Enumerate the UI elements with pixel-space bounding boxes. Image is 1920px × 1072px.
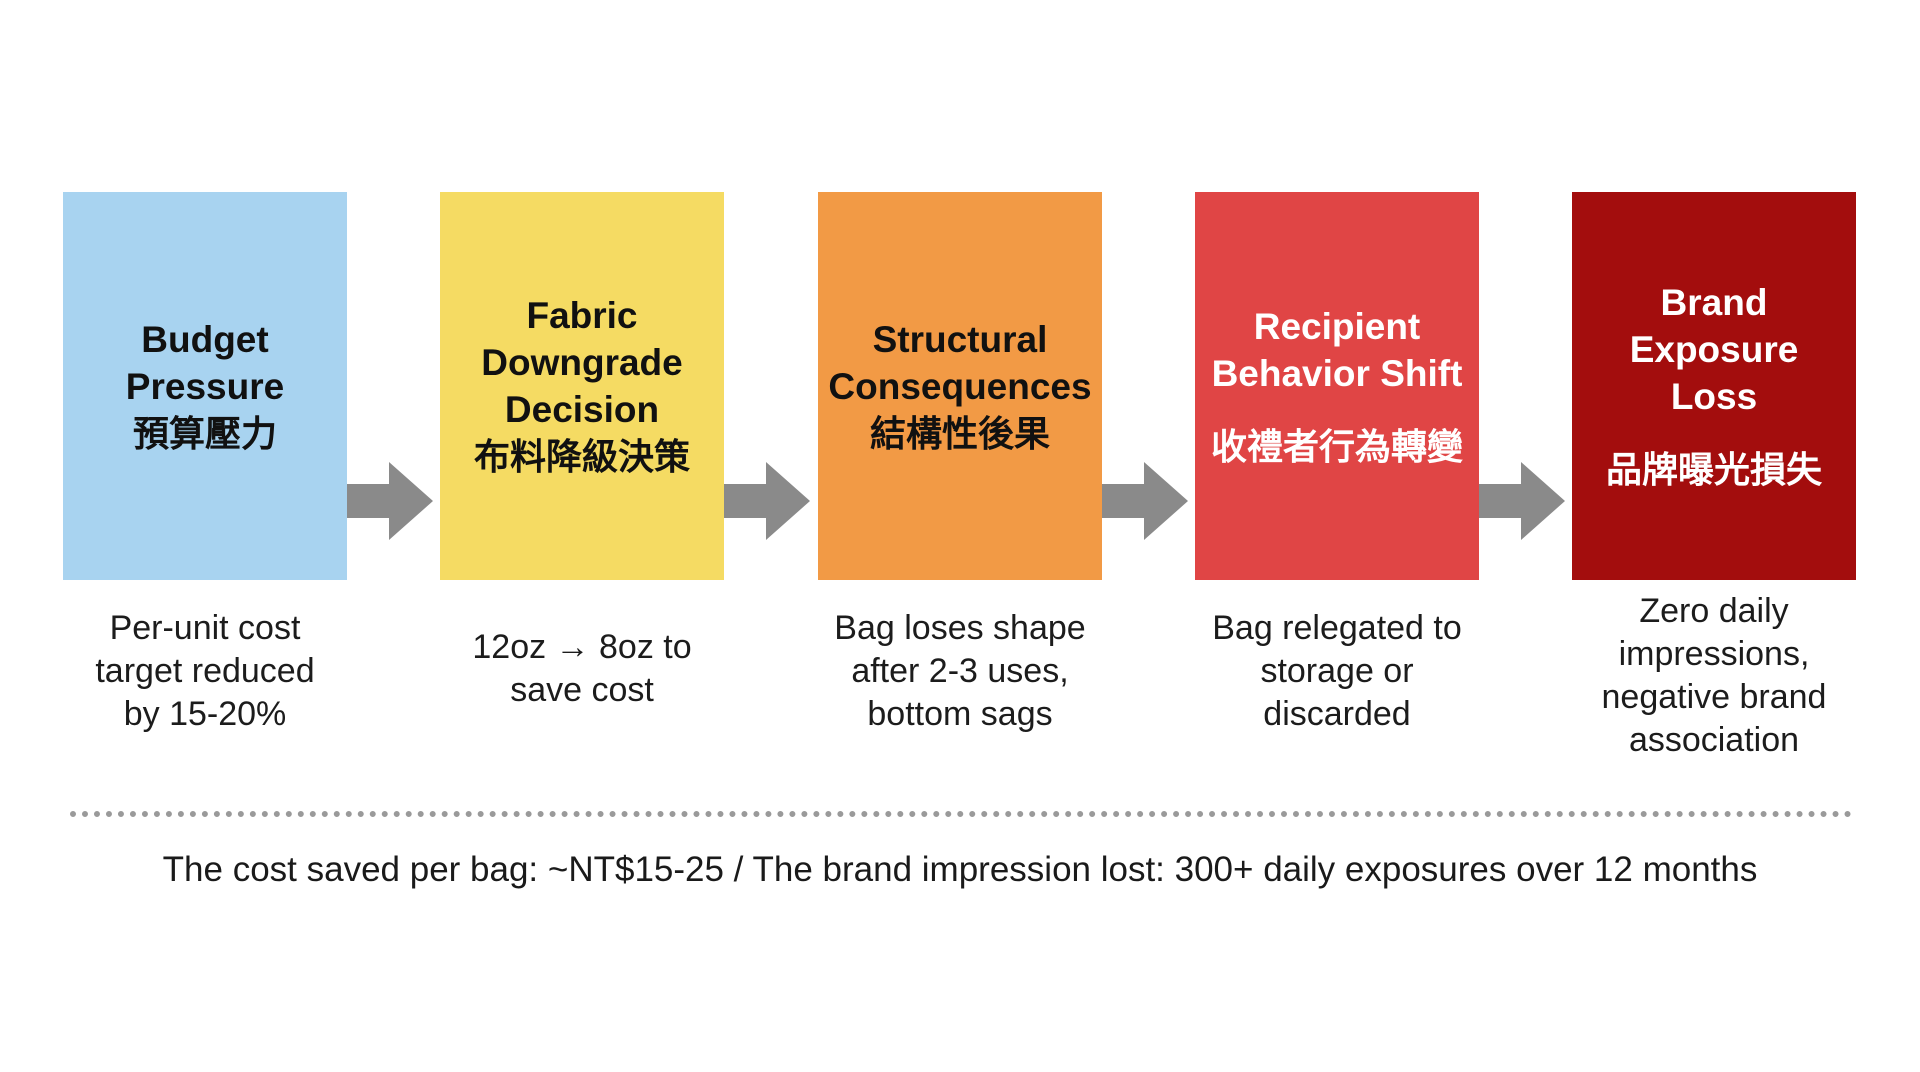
description-line: target reduced — [95, 652, 315, 690]
description-line: discarded — [1263, 695, 1411, 733]
step-description: 12oz → 8oz to save cost — [412, 626, 752, 712]
step-structural-consequences-box: Structural Consequences 結構性後果 — [818, 192, 1102, 580]
step-budget-pressure-box: Budget Pressure 預算壓力 — [63, 192, 347, 580]
step-title-zh: 結構性後果 — [869, 412, 1050, 454]
description-line: after 2-3 uses, — [851, 652, 1069, 690]
step-title-line: Brand — [1660, 282, 1768, 323]
step-title-line: Budget — [141, 318, 269, 360]
description-line: save cost — [510, 671, 654, 709]
arrow-right-icon — [1102, 462, 1188, 540]
step-description: Bag relegated to storage or discarded — [1167, 607, 1507, 736]
description-line: impressions, — [1618, 635, 1810, 673]
arrow-right-icon — [1479, 462, 1565, 540]
description-line: Per-unit cost — [109, 609, 301, 647]
step-brand-exposure-box: Brand Exposure Loss 品牌曝光損失 — [1572, 192, 1856, 580]
step-title-zh: 品牌曝光損失 — [1605, 449, 1822, 490]
step-title-zh: 預算壓力 — [132, 412, 277, 454]
step-description: Per-unit cost target reduced by 15-20% — [35, 607, 375, 736]
step-title-zh: 布料降級決策 — [473, 436, 690, 477]
description-line: association — [1628, 721, 1800, 759]
step-title-line: Consequences — [828, 365, 1092, 407]
description-line: 12oz → 8oz to — [472, 628, 692, 666]
step-description: Bag loses shape after 2-3 uses, bottom s… — [790, 607, 1130, 736]
step-fabric-downgrade-box: Fabric Downgrade Decision 布料降級決策 — [440, 192, 724, 580]
step-title-line: Decision — [504, 389, 660, 430]
step-title-line: Fabric — [526, 295, 638, 336]
step-title-line: Recipient — [1253, 305, 1421, 347]
dotted-divider — [70, 811, 1852, 817]
step-title-line: Behavior Shift — [1211, 352, 1463, 394]
step-title-line: Exposure — [1629, 329, 1799, 370]
arrow-right-icon — [347, 462, 433, 540]
description-line: Bag relegated to — [1212, 609, 1462, 647]
description-line: Zero daily — [1639, 592, 1789, 630]
description-line: Bag loses shape — [834, 609, 1086, 647]
step-title-line: Downgrade — [481, 342, 683, 383]
step-title-line: Loss — [1670, 376, 1758, 417]
arrow-right-icon — [724, 462, 810, 540]
description-line: storage or — [1260, 652, 1414, 690]
description-line: bottom sags — [867, 695, 1053, 733]
step-description: Zero daily impressions, negative brand a… — [1544, 590, 1884, 762]
step-title-line: Pressure — [125, 365, 285, 407]
footer-summary: The cost saved per bag: ~NT$15-25 / The … — [162, 850, 1758, 889]
description-line: by 15-20% — [123, 695, 287, 733]
description-line: negative brand — [1601, 678, 1827, 716]
step-title-zh: 收禮者行為轉變 — [1210, 425, 1463, 467]
step-recipient-behavior-box: Recipient Behavior Shift 收禮者行為轉變 — [1195, 192, 1479, 580]
step-title-line: Structural — [872, 318, 1048, 360]
